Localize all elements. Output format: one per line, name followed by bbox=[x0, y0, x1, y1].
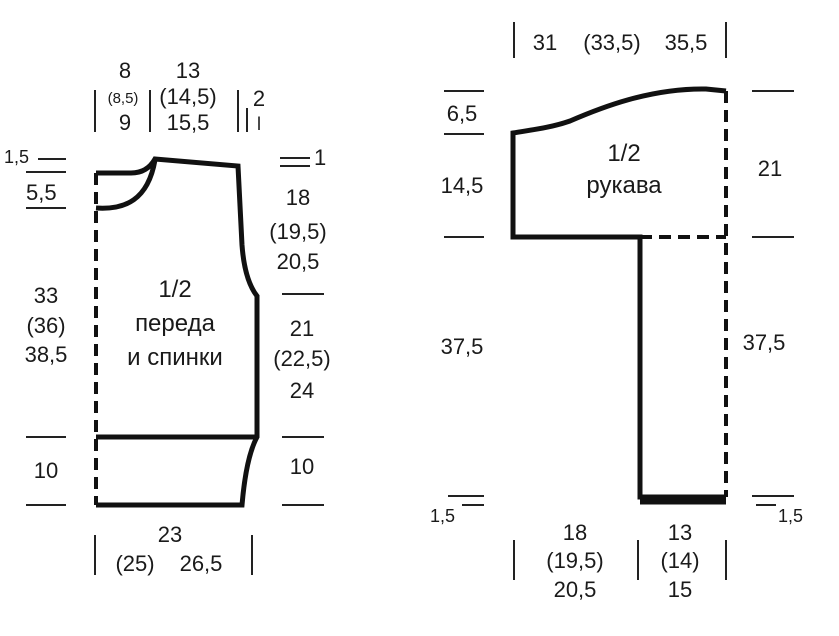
shoulder-width-value-3: 15,5 bbox=[167, 110, 210, 135]
neck-front-depth-value: 5,5 bbox=[26, 180, 57, 205]
front-neckline-curve bbox=[95, 159, 158, 211]
shoulder-width-value: 13 bbox=[176, 58, 200, 83]
sleeve-cap-right-value: 21 bbox=[758, 156, 782, 181]
body-height-value-3: 38,5 bbox=[25, 342, 68, 367]
neck-width-value-3: 9 bbox=[119, 110, 131, 135]
side-upper-value-2: (22,5) bbox=[273, 346, 330, 371]
rib-left-value: 10 bbox=[34, 458, 58, 483]
front-back-outline bbox=[96, 156, 260, 508]
front-back-piece: 1/2 переда и спинки 8 (8,5) 9 13 (14,5) … bbox=[4, 58, 331, 576]
armhole-value: 18 bbox=[286, 185, 310, 210]
sleeve-top-width-value-2: (33,5) bbox=[583, 30, 640, 55]
shoulder-width-value-2: (14,5) bbox=[159, 84, 216, 109]
shoulder-slope-value: 2 bbox=[253, 86, 265, 111]
sleeve-cuff-left-value: 1,5 bbox=[430, 506, 455, 526]
sleeve-title-word: рукава bbox=[586, 172, 662, 199]
sleeve-bottom-left-value-2: (19,5) bbox=[546, 548, 603, 573]
bottom-width-value-2: (25) bbox=[115, 551, 154, 576]
sleeve-length-left-value: 37,5 bbox=[441, 334, 484, 359]
armhole-value-2: (19,5) bbox=[269, 219, 326, 244]
sleeve-cap-side-value: 14,5 bbox=[441, 173, 484, 198]
armhole-value-3: 20,5 bbox=[277, 249, 320, 274]
front-back-title-line1: переда bbox=[135, 310, 216, 337]
body-height-value: 33 bbox=[34, 283, 58, 308]
body-height-value-2: (36) bbox=[26, 313, 65, 338]
sleeve-top-width-value-3: 35,5 bbox=[665, 30, 708, 55]
sleeve-top-width-value: 31 bbox=[533, 30, 557, 55]
sleeve-bottom-left-value: 18 bbox=[563, 520, 587, 545]
front-back-title-fraction: 1/2 bbox=[158, 276, 191, 303]
neck-front-top-value: 1,5 bbox=[4, 147, 29, 167]
sleeve-cuff-right-value: 1,5 bbox=[778, 506, 803, 526]
bottom-width-value-3: 26,5 bbox=[180, 551, 223, 576]
neck-width-value: 8 bbox=[119, 58, 131, 83]
sleeve-piece: 1/2 рукава 31 (33,5) 35,5 6,5 14,5 21 37… bbox=[430, 22, 803, 602]
sleeve-bottom-left-value-3: 20,5 bbox=[554, 577, 597, 602]
sleeve-title-fraction: 1/2 bbox=[607, 140, 640, 167]
side-upper-value-3: 24 bbox=[290, 378, 314, 403]
side-upper-value: 21 bbox=[290, 316, 314, 341]
neck-width-value-2: (8,5) bbox=[108, 90, 139, 107]
rib-right-value: 10 bbox=[290, 454, 314, 479]
sleeve-outline bbox=[510, 86, 727, 500]
sleeve-bottom-right-value-3: 15 bbox=[668, 577, 692, 602]
sleeve-bottom-right-value: 13 bbox=[668, 520, 692, 545]
neck-back-value: 1 bbox=[314, 145, 326, 170]
sleeve-bottom-right-value-2: (14) bbox=[660, 548, 699, 573]
bottom-width-value: 23 bbox=[158, 522, 182, 547]
sleeve-cap-left-value: 6,5 bbox=[447, 101, 478, 126]
shoulder-slope-value-2: l bbox=[257, 114, 261, 134]
sleeve-length-right-value: 37,5 bbox=[743, 330, 786, 355]
front-back-title-line2: и спинки bbox=[127, 344, 223, 371]
